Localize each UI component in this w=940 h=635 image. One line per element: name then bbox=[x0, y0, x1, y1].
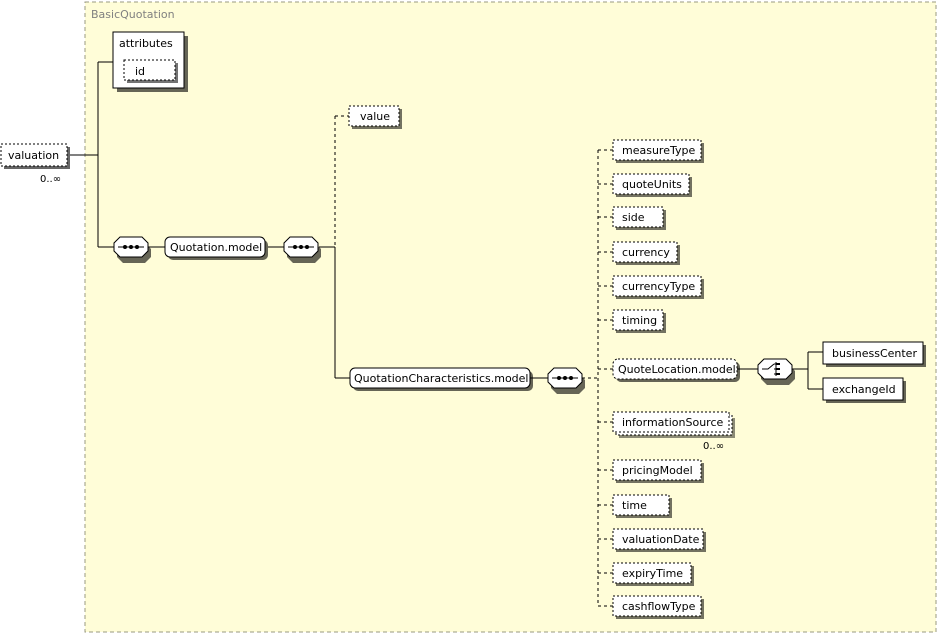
group-box bbox=[84, 1, 937, 633]
cashflowtype-label: cashflowType bbox=[622, 600, 696, 613]
characteristics-item-valuationdate[interactable]: valuationDate bbox=[612, 528, 706, 552]
characteristics-item-side[interactable]: side bbox=[612, 206, 666, 230]
sequence-compositor-1 bbox=[113, 236, 151, 263]
group-title: BasicQuotation bbox=[91, 8, 175, 21]
characteristics-item-pricingmodel[interactable]: pricingModel bbox=[612, 459, 704, 483]
sequence-compositor-2 bbox=[283, 236, 321, 263]
quotation-model-label: Quotation.model bbox=[170, 241, 262, 254]
valuation-label: valuation bbox=[8, 149, 59, 162]
choice-compositor bbox=[757, 358, 795, 385]
informationsource-cardinality: 0..∞ bbox=[703, 441, 724, 452]
currencytype-label: currencyType bbox=[622, 280, 695, 293]
quotation-model-group[interactable]: Quotation.model bbox=[164, 236, 268, 260]
currency-label: currency bbox=[622, 246, 670, 259]
characteristics-model-group[interactable]: QuotationCharacteristics.model bbox=[349, 367, 533, 391]
exchangeid-label: exchangeId bbox=[832, 383, 896, 396]
characteristics-item-expirytime[interactable]: expiryTime bbox=[612, 562, 694, 586]
valuation-cardinality: 0..∞ bbox=[40, 174, 61, 185]
characteristics-item-timing[interactable]: timing bbox=[612, 309, 666, 333]
side-label: side bbox=[622, 211, 645, 224]
characteristics-item-quoteunits[interactable]: quoteUnits bbox=[612, 173, 692, 197]
quote-location-model-group[interactable]: QuoteLocation.model bbox=[612, 358, 740, 382]
valuation-element[interactable]: valuation bbox=[0, 143, 70, 169]
characteristics-branches bbox=[582, 149, 613, 607]
time-label: time bbox=[622, 499, 647, 512]
choice-item-exchangeid[interactable]: exchangeId bbox=[822, 377, 906, 403]
measuretype-label: measureType bbox=[622, 144, 695, 157]
characteristics-item-currency[interactable]: currency bbox=[612, 241, 680, 265]
expirytime-label: expiryTime bbox=[622, 567, 683, 580]
quote-location-label: QuoteLocation.model bbox=[618, 363, 736, 376]
characteristics-item-currencytype[interactable]: currencyType bbox=[612, 275, 704, 299]
timing-label: timing bbox=[622, 314, 657, 327]
valuationdate-label: valuationDate bbox=[622, 533, 700, 546]
characteristics-item-cashflowtype[interactable]: cashflowType bbox=[612, 595, 704, 619]
quoteunits-label: quoteUnits bbox=[622, 178, 682, 191]
characteristics-item-measuretype[interactable]: measureType bbox=[612, 139, 704, 163]
choice-connectors bbox=[792, 351, 823, 390]
root-connectors bbox=[70, 61, 350, 379]
characteristics-model-label: QuotationCharacteristics.model bbox=[354, 372, 528, 385]
value-element[interactable]: value bbox=[348, 105, 402, 129]
choice-item-businesscenter[interactable]: businessCenter bbox=[822, 341, 926, 367]
value-label: value bbox=[360, 110, 390, 123]
sequence-compositor-3 bbox=[547, 367, 585, 394]
attributes-box: attributes id bbox=[112, 31, 188, 92]
attributes-title: attributes bbox=[119, 37, 173, 50]
informationsource-label: informationSource bbox=[622, 416, 723, 429]
businesscenter-label: businessCenter bbox=[832, 347, 917, 360]
attribute-id: id bbox=[135, 65, 145, 78]
characteristics-item-informationsource[interactable]: informationSource bbox=[612, 411, 735, 438]
pricingmodel-label: pricingModel bbox=[622, 464, 693, 477]
characteristics-item-time[interactable]: time bbox=[612, 494, 672, 518]
